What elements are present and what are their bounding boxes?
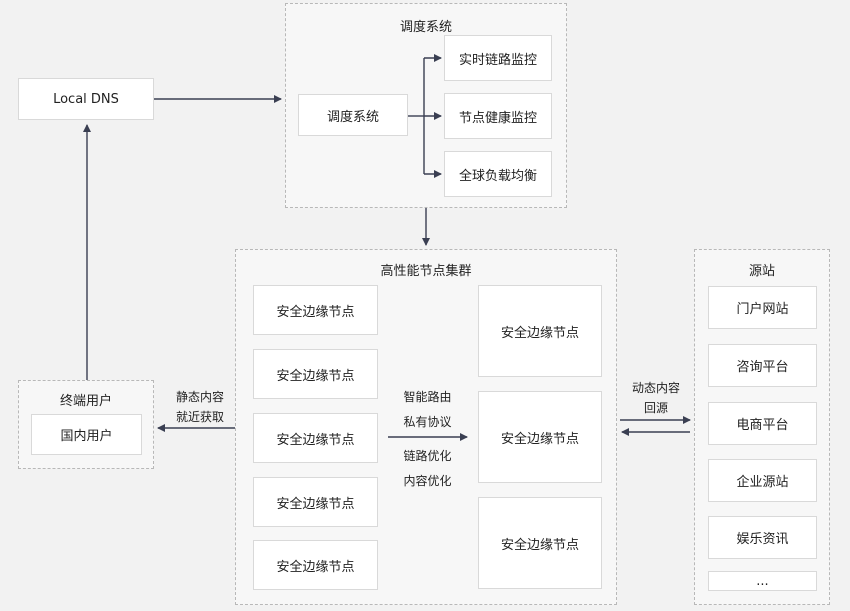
edge-node-right-1: 安全边缘节点 xyxy=(478,285,602,377)
link-optimization-label: 链路优化 xyxy=(403,449,452,463)
origin-item-label: 娱乐资讯 xyxy=(736,532,789,547)
scheduling-system-title: 调度系统 xyxy=(399,20,452,35)
edge-node-label: 安全边缘节点 xyxy=(500,537,579,553)
realtime-link-monitor-box: 实时链路监控 xyxy=(444,35,552,81)
global-load-balance-box: 全球负载均衡 xyxy=(444,151,552,197)
edge-node-left-4: 安全边缘节点 xyxy=(253,477,378,527)
realtime-link-monitor-label: 实时链路监控 xyxy=(458,52,537,68)
edge-node-label: 安全边缘节点 xyxy=(276,432,355,448)
edge-node-label: 安全边缘节点 xyxy=(276,304,355,320)
edge-node-label: 安全边缘节点 xyxy=(500,325,579,341)
edge-node-left-2: 安全边缘节点 xyxy=(253,349,378,399)
origin-item-label: 企业源站 xyxy=(736,475,789,490)
origin-item-label: 咨询平台 xyxy=(736,360,789,375)
smart-routing-label: 智能路由 xyxy=(403,390,452,404)
static-content-label: 静态内容 就近获取 xyxy=(165,389,235,426)
origin-item-more: ... xyxy=(708,571,817,591)
edge-node-right-3: 安全边缘节点 xyxy=(478,497,602,589)
origin-item-enterprise: 企业源站 xyxy=(708,459,817,502)
edge-node-label: 安全边缘节点 xyxy=(276,368,355,384)
edge-node-left-3: 安全边缘节点 xyxy=(253,413,378,463)
origin-item-ecommerce: 电商平台 xyxy=(708,402,817,445)
dynamic-content-line-1: 动态内容 xyxy=(631,381,680,395)
domestic-user-label: 国内用户 xyxy=(60,429,113,444)
global-load-balance-label: 全球负载均衡 xyxy=(458,168,537,184)
scheduling-system-label: 调度系统 xyxy=(326,109,379,125)
edge-node-label: 安全边缘节点 xyxy=(276,496,355,512)
origin-item-consult: 咨询平台 xyxy=(708,344,817,387)
edge-node-right-2: 安全边缘节点 xyxy=(478,391,602,483)
terminal-user-title: 终端用户 xyxy=(59,394,112,409)
origin-item-entertainment: 娱乐资讯 xyxy=(708,516,817,559)
local-dns-box: Local DNS xyxy=(18,78,154,120)
domestic-user-box: 国内用户 xyxy=(31,414,142,455)
edge-node-label: 安全边缘节点 xyxy=(276,559,355,575)
node-health-monitor-label: 节点健康监控 xyxy=(458,110,537,126)
edge-node-left-5: 安全边缘节点 xyxy=(253,540,378,590)
dynamic-content-label: 动态内容 回源 xyxy=(620,380,692,417)
local-dns-label: Local DNS xyxy=(53,91,119,107)
scheduling-system-box: 调度系统 xyxy=(298,94,408,136)
origin-item-portal: 门户网站 xyxy=(708,286,817,329)
edge-node-label: 安全边缘节点 xyxy=(500,431,579,447)
content-optimization-label: 内容优化 xyxy=(403,474,452,488)
node-health-monitor-box: 节点健康监控 xyxy=(444,93,552,139)
private-protocol-label: 私有协议 xyxy=(403,415,452,429)
origin-item-label: 门户网站 xyxy=(736,302,789,317)
static-content-line-1: 静态内容 xyxy=(175,390,224,404)
edge-node-left-1: 安全边缘节点 xyxy=(253,285,378,335)
static-content-line-2: 就近获取 xyxy=(175,410,224,424)
cluster-title: 高性能节点集群 xyxy=(380,264,472,279)
dynamic-content-line-2: 回源 xyxy=(643,401,668,415)
origin-item-label: ... xyxy=(756,573,769,589)
origin-item-label: 电商平台 xyxy=(736,418,789,433)
origin-title: 源站 xyxy=(748,264,775,279)
